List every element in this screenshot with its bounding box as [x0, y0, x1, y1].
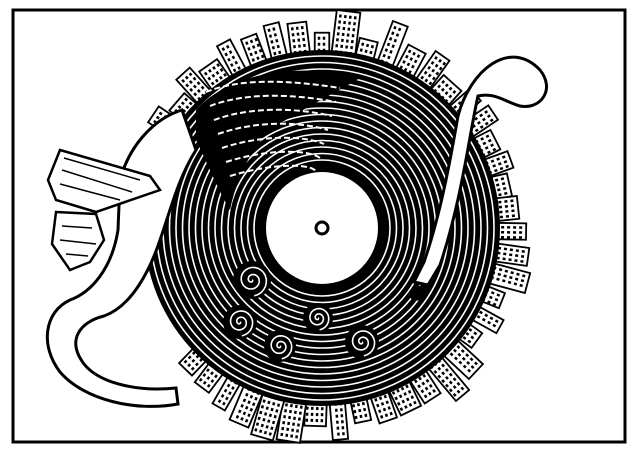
spindle-hole [314, 220, 330, 236]
wave-swirls [223, 261, 379, 362]
hand-figure [45, 108, 198, 408]
crest-foam [196, 70, 360, 210]
record-grooves [149, 55, 495, 401]
tonearm-wave [409, 55, 548, 301]
vinyl-record [144, 50, 500, 406]
record-label [266, 172, 378, 284]
frame-border [11, 8, 627, 444]
